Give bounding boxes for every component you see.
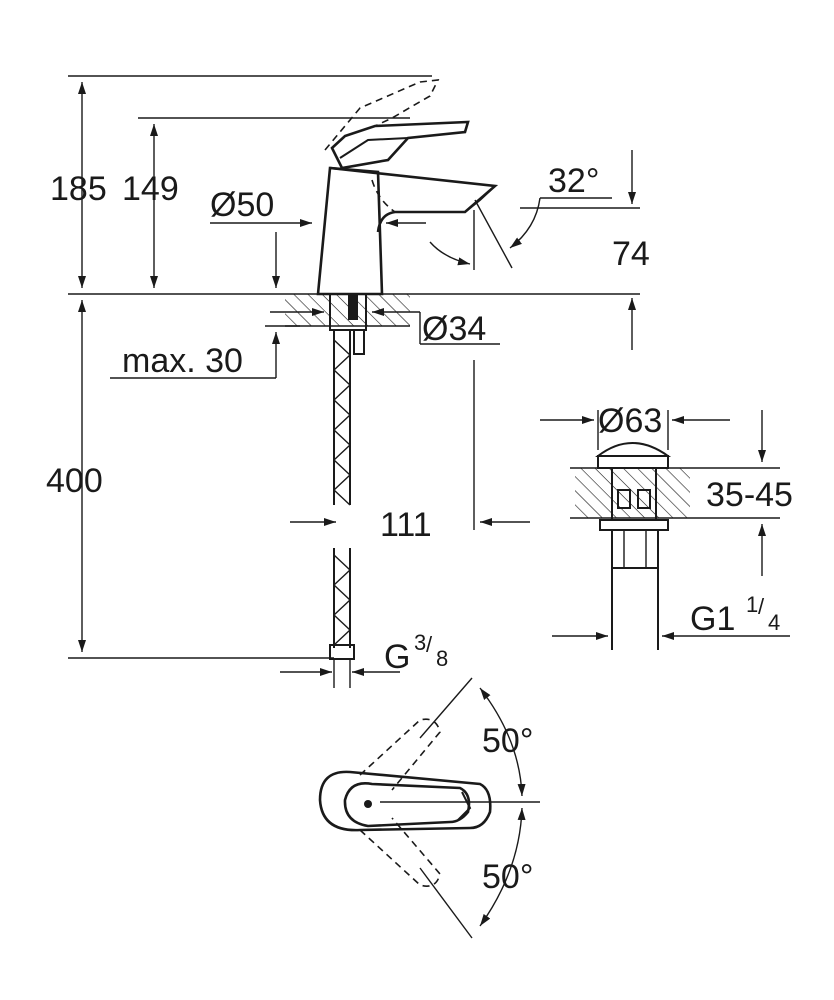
lever-raised-outline [324,79,440,151]
waste-nut [611,529,659,569]
faucet-spout [329,166,499,233]
dim-149-label: 149 [122,170,179,208]
dim-waste-thread-denominator: 4 [768,610,780,635]
dim-hose-thread-numerator: 3 [414,630,426,655]
countertop-hatch [285,294,410,326]
svg-text:/: / [758,594,765,619]
waste-cap [595,442,672,457]
dim-hose-thread-denominator: 8 [436,646,448,671]
dim-max30-label: max. 30 [122,342,243,380]
dim-angle-right-label: 50° [482,858,533,896]
dim-111-label: 111 [380,506,432,544]
dim-35-45-label: 35-45 [706,476,793,514]
faucet-body [316,166,384,296]
dim-diameter-50-label: Ø50 [210,186,274,224]
dim-hose-thread-label: G [384,638,410,676]
faucet-lever [330,120,470,170]
faucet-side-view [68,79,640,688]
dim-waste-thread-label: G1 [690,600,735,638]
waste-countertop-hatch [575,468,690,518]
dim-74-label: 74 [612,235,650,273]
svg-text:/: / [426,632,433,657]
dimension-lines-left [68,75,640,676]
dim-angle-32-label: 32° [548,162,599,200]
dim-diameter-63-label: Ø63 [598,402,662,440]
dim-400-label: 400 [46,462,103,500]
dim-diameter-34-label: Ø34 [422,310,486,348]
dim-waste-thread-numerator: 1 [746,592,758,617]
hose-fitting [329,644,355,660]
waste-drain [540,410,790,650]
faucet-top-view [318,677,540,939]
dim-angle-left-label: 50° [482,722,533,760]
dim-185-label: 185 [50,170,107,208]
